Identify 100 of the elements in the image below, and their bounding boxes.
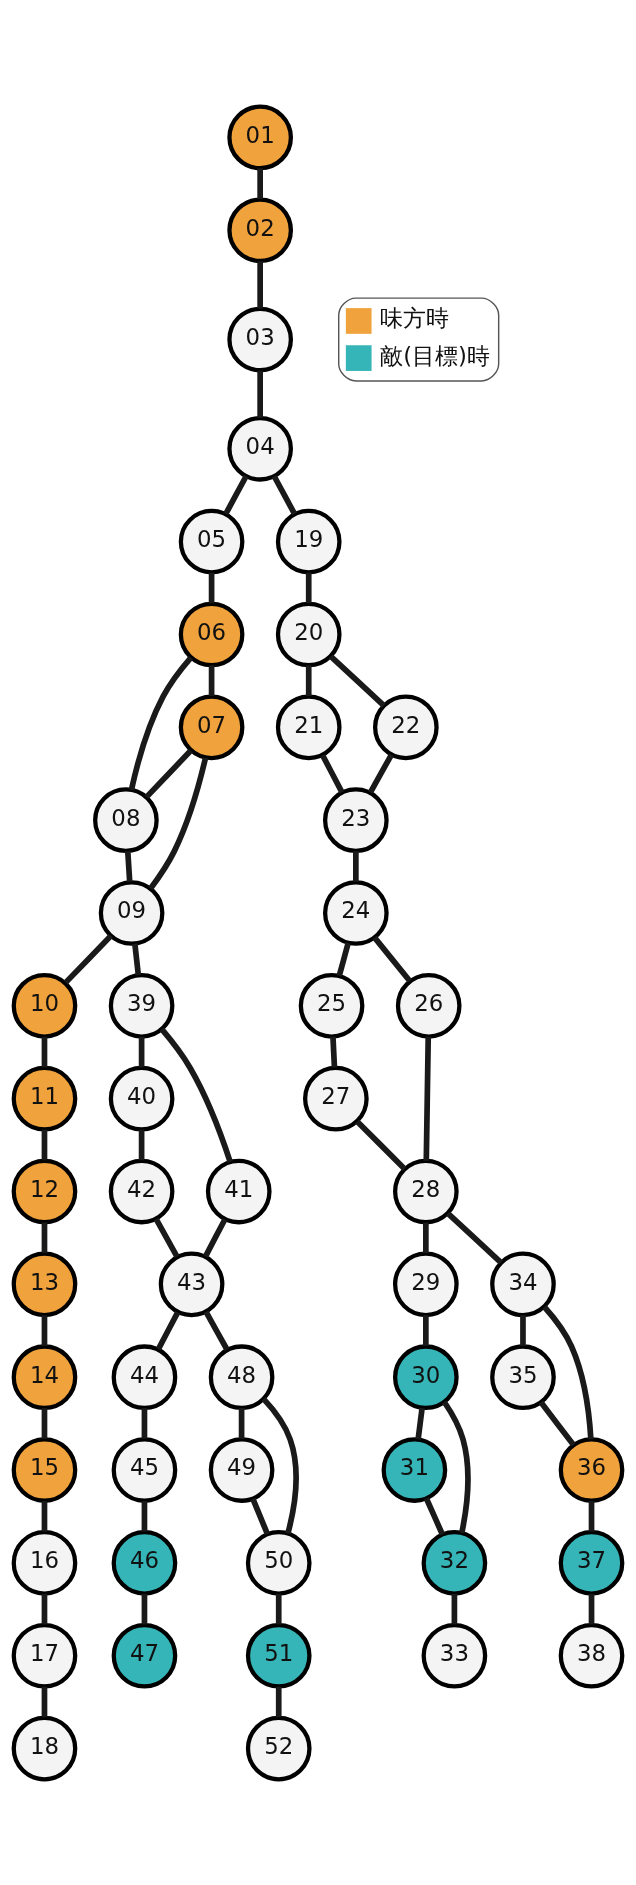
node-circle: 47	[111, 1622, 178, 1689]
connector	[353, 850, 359, 882]
node-circle: 16	[11, 1529, 78, 1596]
connector	[141, 1593, 148, 1624]
connector	[208, 572, 215, 603]
node-circle: 31	[381, 1436, 448, 1503]
node-circle: 51	[245, 1622, 312, 1689]
node-circle: 38	[558, 1622, 625, 1689]
connector	[141, 1500, 148, 1532]
connector	[124, 850, 133, 882]
node-circle: 05	[178, 508, 245, 574]
connector	[238, 1407, 245, 1439]
connector	[305, 664, 312, 696]
connector	[355, 1118, 407, 1171]
node-circle: 42	[108, 1158, 175, 1224]
node-circle: 41	[205, 1158, 272, 1224]
legend-label: 敵(目標)時	[380, 342, 490, 369]
connector	[153, 1217, 180, 1258]
connector	[138, 1129, 145, 1160]
node-circle: 24	[323, 879, 389, 946]
node-circle: 01	[227, 104, 293, 170]
node-circle: 49	[208, 1436, 275, 1503]
connector	[415, 1407, 425, 1440]
connector	[138, 1036, 145, 1067]
node-circle: 06	[178, 601, 245, 667]
node-circle: 23	[323, 786, 389, 853]
connector	[41, 1129, 48, 1160]
node-circle: 28	[393, 1158, 459, 1224]
node-circle: 29	[393, 1251, 459, 1317]
connector	[423, 1314, 429, 1346]
connector	[328, 653, 386, 708]
node-circle: 04	[227, 415, 293, 482]
node-circle: 34	[490, 1251, 556, 1317]
connector	[451, 1593, 458, 1624]
node-circle: 30	[393, 1343, 459, 1410]
node-circle: 13	[11, 1251, 78, 1317]
connector	[128, 655, 194, 791]
node-circle: 26	[395, 972, 462, 1039]
connector	[41, 1500, 48, 1532]
connector	[250, 1497, 271, 1535]
connector	[305, 572, 312, 603]
node-circle: 32	[421, 1529, 488, 1596]
node-circle: 48	[208, 1343, 275, 1410]
connector	[445, 1210, 503, 1265]
connector	[372, 935, 412, 983]
node-circle: 50	[245, 1529, 312, 1596]
node-circle: 37	[558, 1529, 625, 1596]
connector	[538, 1400, 576, 1447]
connector	[155, 1310, 181, 1350]
node-circle: 45	[111, 1436, 178, 1503]
node-circle: 14	[11, 1343, 78, 1410]
connector	[132, 943, 142, 975]
connector	[271, 474, 298, 515]
node-circle: 03	[227, 306, 293, 372]
connector	[423, 1496, 446, 1536]
connector	[367, 752, 394, 794]
connector	[41, 1314, 48, 1346]
node-circle: 27	[303, 1065, 369, 1132]
connector	[588, 1593, 595, 1624]
connector	[159, 1026, 233, 1163]
connector	[257, 260, 263, 309]
node-circle: 25	[298, 972, 365, 1039]
node-circle: 39	[108, 972, 175, 1039]
connector	[203, 1309, 230, 1351]
node-circle: 43	[158, 1251, 225, 1317]
connector	[257, 370, 263, 418]
node-circle: 35	[490, 1343, 556, 1410]
connector	[41, 1221, 48, 1253]
connector	[423, 1036, 432, 1161]
node-circle: 36	[558, 1436, 625, 1503]
connector	[542, 1304, 594, 1439]
node-circle: 52	[245, 1715, 312, 1781]
connector	[441, 1399, 471, 1533]
connector	[41, 1407, 48, 1439]
connector	[336, 941, 351, 977]
node-circle: 15	[11, 1436, 78, 1503]
connector	[320, 753, 345, 793]
connector	[520, 1314, 526, 1346]
connector	[41, 1036, 48, 1067]
node-circle: 17	[11, 1622, 78, 1689]
node-circle: 22	[373, 693, 439, 760]
node-circle: 08	[93, 786, 159, 853]
connector	[144, 748, 193, 799]
connector	[203, 1217, 228, 1258]
connector	[330, 1036, 338, 1068]
connector	[275, 1593, 282, 1624]
connector	[41, 1593, 48, 1624]
node-circle: 18	[11, 1715, 78, 1781]
node-circle: 02	[227, 196, 293, 263]
node-circle: 46	[111, 1529, 178, 1596]
connector	[423, 1221, 429, 1253]
connector	[208, 664, 215, 696]
legend-label: 味方時	[380, 304, 450, 331]
connector	[141, 1407, 148, 1439]
connector	[223, 474, 249, 515]
connector	[257, 167, 263, 199]
node-circle: 11	[11, 1065, 78, 1132]
node-circle: 19	[275, 508, 342, 574]
connector	[148, 756, 209, 890]
connector	[41, 1686, 48, 1717]
